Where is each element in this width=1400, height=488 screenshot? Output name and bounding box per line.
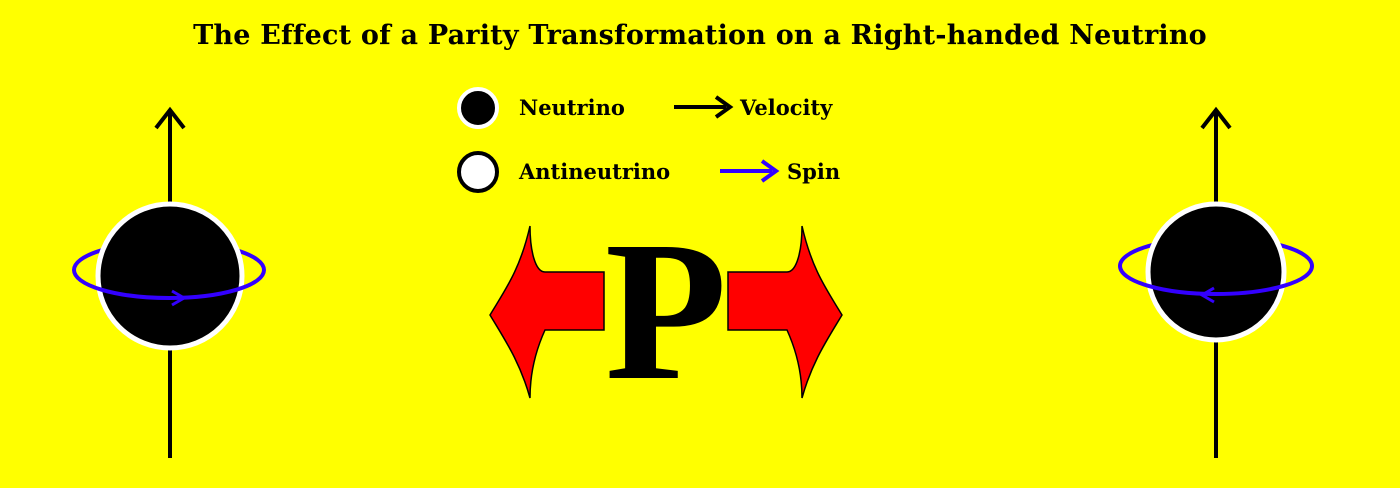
legend-antineutrino-icon (457, 151, 499, 193)
parity-operator-label: P (604, 201, 728, 422)
legend-velocity-label: Velocity (740, 95, 833, 120)
right-spin-ring-front (1118, 265, 1314, 296)
legend-neutrino-icon (457, 87, 499, 129)
legend-neutrino-label: Neutrino (519, 95, 625, 120)
legend-velocity-arrowhead (714, 95, 734, 119)
right-spin-arrowhead (1199, 286, 1215, 304)
diagram-title: The Effect of a Parity Transformation on… (193, 20, 1207, 51)
left-neutrino-sphere (95, 201, 245, 351)
left-neutrino-group (72, 106, 266, 458)
left-spin-arrowhead (171, 289, 187, 307)
right-neutrino-sphere (1145, 201, 1287, 343)
left-spin-ring-front (72, 269, 266, 300)
legend-antineutrino-label: Antineutrino (519, 159, 671, 184)
legend-spin-label: Spin (787, 159, 841, 184)
parity-arrow-left-icon (489, 225, 605, 399)
legend-spin-arrowhead (760, 159, 780, 183)
right-neutrino-group (1118, 106, 1314, 458)
parity-arrow-right-icon (727, 225, 843, 399)
left-velocity-arrowhead (154, 106, 186, 130)
right-velocity-arrowhead (1200, 106, 1232, 130)
